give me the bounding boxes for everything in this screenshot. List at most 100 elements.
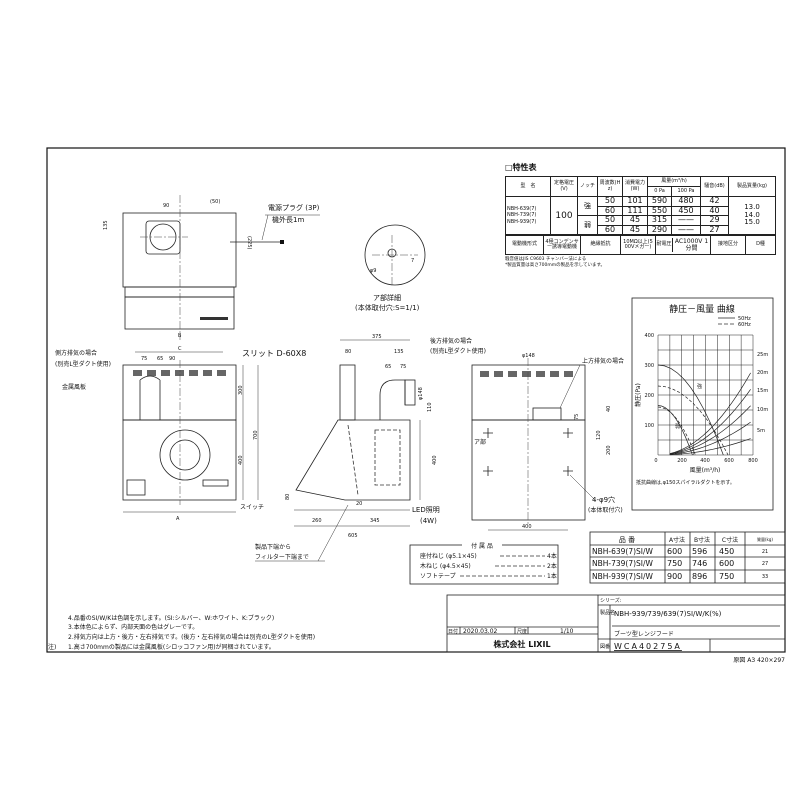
svg-text:600: 600 [719,559,734,568]
motor-type-value: 4極コンデンサー誘導電動機 [543,235,581,255]
weight: 14.0 [744,210,760,219]
svg-text:20: 20 [356,501,362,507]
company-name: 株式会社 LIXIL [493,639,550,649]
cell: 480 [670,196,702,207]
cell: 45 [622,224,648,235]
cell: 50 [597,215,623,226]
svg-text:33: 33 [762,574,768,580]
svg-text:B寸法: B寸法 [694,536,710,544]
svg-text:15m: 15m [757,388,768,394]
svg-text:600: 600 [724,458,734,464]
duct-resistance-curve [669,421,751,455]
spec-table: 型 名 定格電圧(V) ノッチ 周波数(Hz) 消費電力(W) 風量(m³/h)… [505,176,777,269]
spec-notes: 騒音値はJIS C9603 チャンバー法による *製品質量は高さ700mmの製品… [505,257,775,269]
svg-text:60Hz: 60Hz [738,322,751,328]
weight: 13.0 [744,203,760,212]
model-name: NBH-739(7) [507,212,537,219]
notch-weak: 弱 [577,215,598,235]
duct-resistance-curve [669,405,751,455]
svg-text:後方排気の場合: 後方排気の場合 [430,337,472,345]
svg-text:付 属 品: 付 属 品 [471,542,493,550]
svg-text:900: 900 [667,572,682,581]
svg-text:ブーツ型レンジフード: ブーツ型レンジフード [614,630,674,638]
svg-text:80: 80 [345,349,351,355]
header-power: 消費電力(W) [622,176,648,197]
grounding-label: 接地区分 [710,235,746,255]
graph-title: 静圧－風量 曲線 [669,303,735,315]
header-noise: 騒音(dB) [700,176,730,197]
pressure-airflow-graph: 静圧－風量 曲線 50Hz 60Hz 400 300 200 100 0 200… [631,297,774,511]
svg-text:座付ねじ (φ5.1×45): 座付ねじ (φ5.1×45) [420,552,477,560]
front-view: 300 700 400 C 75 65 90 A 側方排気の場合 (別売L型ダク… [55,346,306,522]
svg-text:400: 400 [644,333,654,339]
svg-text:図番: 図番 [600,643,610,650]
cell: 60 [597,205,623,216]
model-name: NBH-939(7) [507,218,537,225]
svg-text:100: 100 [644,423,654,429]
spec-note: *製品質量は高さ700mmの製品を示しています。 [505,263,606,268]
cell: —— [670,215,702,226]
spec-row: NBH-639(7) NBH-739(7) NBH-939(7) 100 強 5… [505,196,777,235]
svg-text:(4W): (4W) [420,517,437,525]
cell: 50 [597,196,623,207]
svg-text:4.品番のSI/W/Kは色調を示します。(SI:シルバー、W: 4.品番のSI/W/Kは色調を示します。(SI:シルバー、W:ホワイト、K:ブラ… [68,614,274,622]
svg-text:注): 注) [48,643,56,651]
top-view: 90 (50) 135 (225) B 電源プラグ (3P) 機外長1m [103,195,320,340]
slit-label: スリット D-60X8 [242,349,306,358]
svg-text:746: 746 [692,559,707,568]
svg-text:75: 75 [574,414,580,420]
accessories-box: 付 属 品 座付ねじ (φ5.1×45) 木ねじ (φ4.5×45) ソフトテー… [409,540,559,585]
svg-text:596: 596 [692,547,707,556]
notes: 4.品番のSI/W/Kは色調を示します。(SI:シルバー、W:ホワイト、K:ブラ… [48,614,315,651]
duct-resistance-curve [669,389,751,455]
svg-text:300: 300 [238,385,244,395]
detail-a: 7 φ9 ア部詳細 (本体取付穴:S=1/1) [355,224,426,312]
cell: 290 [647,224,672,235]
cell: 27 [700,224,730,235]
svg-text:25m: 25m [757,352,768,358]
svg-text:C寸法: C寸法 [722,536,738,544]
sheet-frame [46,147,786,653]
svg-text:静圧(Pa): 静圧(Pa) [634,383,642,407]
svg-text:65: 65 [157,356,163,362]
svg-text:200: 200 [644,393,654,399]
header-voltage: 定格電圧(V) [550,176,578,197]
svg-text:90: 90 [169,356,175,362]
withstand-voltage-value: AC1000V 1分間 [672,238,710,252]
notch-strong: 強 [577,196,598,216]
svg-text:抵抗曲線は,φ150スパイラルダクトを示す。: 抵抗曲線は,φ150スパイラルダクトを示す。 [636,479,735,486]
insulation-value: 10MΩ以上(500Vメガー) [620,235,656,255]
svg-text:C: C [178,346,182,352]
svg-text:400: 400 [432,455,438,465]
cell: 315 [647,215,672,226]
duct-resistance-curve [669,438,751,456]
svg-text:4本: 4本 [547,552,557,560]
header-airflow-0pa: 0 Pa [647,186,672,197]
svg-text:400: 400 [522,524,532,530]
svg-text:B: B [178,333,182,339]
svg-text:フィルター下端まで: フィルター下端まで [255,553,309,561]
svg-text:1/10: 1/10 [560,628,574,635]
svg-text:側方排気の場合: 側方排気の場合 [55,349,97,357]
svg-text:80: 80 [285,494,291,500]
svg-text:3.本体色によらず、内部天面の色はグレーです。: 3.本体色によらず、内部天面の色はグレーです。 [68,623,198,631]
spec-table-title: □特性表 [505,162,538,172]
svg-text:シリーズ:: シリーズ: [600,597,622,604]
svg-text:2020.03.02: 2020.03.02 [463,628,498,635]
voltage: 100 [550,196,578,235]
svg-text:600: 600 [667,547,682,556]
withstand-voltage: 耐電圧 AC1000V 1分間 [655,235,711,255]
cell: 45 [622,215,648,226]
svg-text:90: 90 [163,203,169,209]
spec-table-grid: 型 名 定格電圧(V) ノッチ 周波数(Hz) 消費電力(W) 風量(m³/h)… [505,176,777,235]
cell: 29 [700,215,730,226]
svg-text:製品名: 製品名 [600,609,615,616]
side-view: 375 80 135 65 75 110 φ148 400 80 260 345… [255,334,486,562]
svg-text:5m: 5m [757,428,765,434]
cell: 60 [597,224,623,235]
weight: 15.0 [744,218,760,227]
svg-text:(225): (225) [246,236,252,249]
svg-text:21: 21 [762,549,768,555]
model-list: NBH-639(7) NBH-739(7) NBH-939(7) [505,196,551,235]
